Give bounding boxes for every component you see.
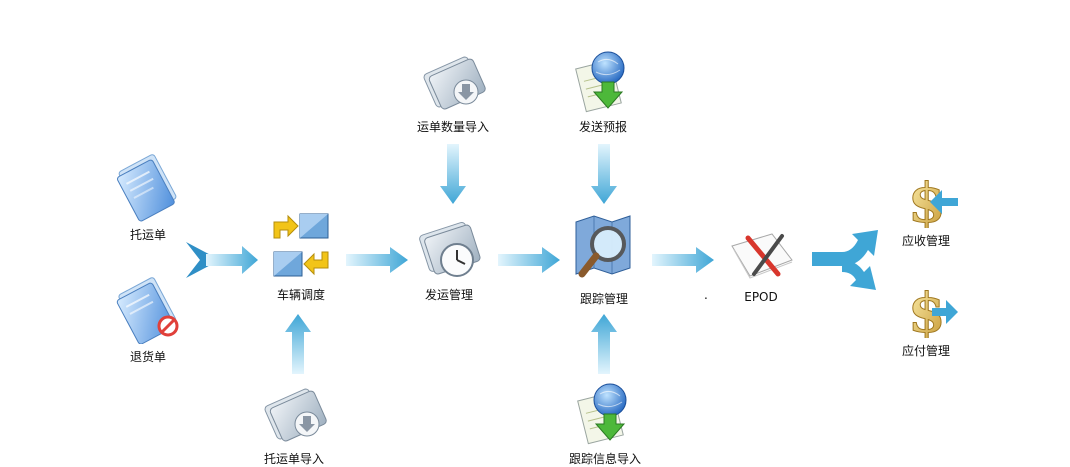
- node-yundan-shuliang-daoru[interactable]: 运单数量导入: [398, 52, 508, 135]
- arrow-down-to-tracking: [591, 144, 617, 204]
- node-yingshou-guanli[interactable]: $ 应收管理: [871, 170, 981, 249]
- label-cheliang-diaodu: 车辆调度: [276, 288, 325, 302]
- label-tuoyundan-daoru: 托运单导入: [263, 452, 324, 466]
- svg-text:$: $: [908, 171, 946, 228]
- folder-download-icon: [264, 388, 327, 442]
- dispatch-swap-icon: [273, 213, 329, 277]
- node-tuoyundan-daoru[interactable]: 托运单导入: [239, 384, 349, 467]
- label-epod: EPOD: [744, 290, 778, 304]
- node-tuihuodan[interactable]: 退货单: [93, 276, 203, 365]
- arrow-down-to-shipping: [440, 144, 466, 204]
- node-genzong-guanli[interactable]: 跟踪管理: [549, 212, 659, 307]
- arrow-up-to-tracking: [591, 314, 617, 374]
- split-arrow: [812, 230, 878, 290]
- document-forbidden-icon: [116, 277, 179, 344]
- arrow-tracking-to-epod: [652, 247, 714, 273]
- label-fayun-guanli: 发运管理: [424, 288, 473, 302]
- pen-pencil-icon: [731, 233, 793, 279]
- label-yingshou-guanli: 应收管理: [901, 234, 950, 248]
- label-genzong-xinxi-daoru: 跟踪信息导入: [568, 452, 641, 466]
- document-stack-icon: [117, 154, 177, 222]
- node-yingfu-guanli[interactable]: $ 应付管理: [871, 280, 981, 359]
- label-tuoyundan: 托运单: [129, 228, 166, 242]
- node-epod[interactable]: EPOD: [706, 224, 816, 304]
- node-fayun-guanli[interactable]: 发运管理: [394, 214, 504, 303]
- folder-clock-icon: [419, 222, 481, 277]
- merge-arrow: [186, 242, 258, 278]
- label-yingfu-guanli: 应付管理: [901, 344, 950, 358]
- arrow-dispatch-to-shipping: [346, 247, 408, 273]
- arrow-shipping-to-tracking: [498, 247, 560, 273]
- label-yundan-shuliang-daoru: 运单数量导入: [416, 120, 489, 134]
- arrow-up-to-dispatch: [285, 314, 311, 374]
- node-fasong-yubao[interactable]: 发送预报: [548, 48, 658, 135]
- dot-mark: .: [704, 288, 708, 302]
- globe-download-icon: [577, 383, 627, 445]
- label-tuihuodan: 退货单: [129, 350, 166, 364]
- node-tuoyundan[interactable]: 托运单: [93, 150, 203, 243]
- folder-download-icon: [423, 56, 486, 110]
- label-genzong-guanli: 跟踪管理: [579, 292, 628, 306]
- magnifier-map-icon: [575, 215, 631, 278]
- dollar-pay-icon: $: [908, 281, 958, 338]
- label-fasong-yubao: 发送预报: [578, 120, 627, 134]
- dollar-receive-icon: $: [908, 171, 958, 228]
- node-cheliang-diaodu[interactable]: 车辆调度: [246, 208, 356, 303]
- globe-download-icon: [575, 51, 625, 113]
- node-genzong-xinxi-daoru[interactable]: 跟踪信息导入: [550, 380, 660, 467]
